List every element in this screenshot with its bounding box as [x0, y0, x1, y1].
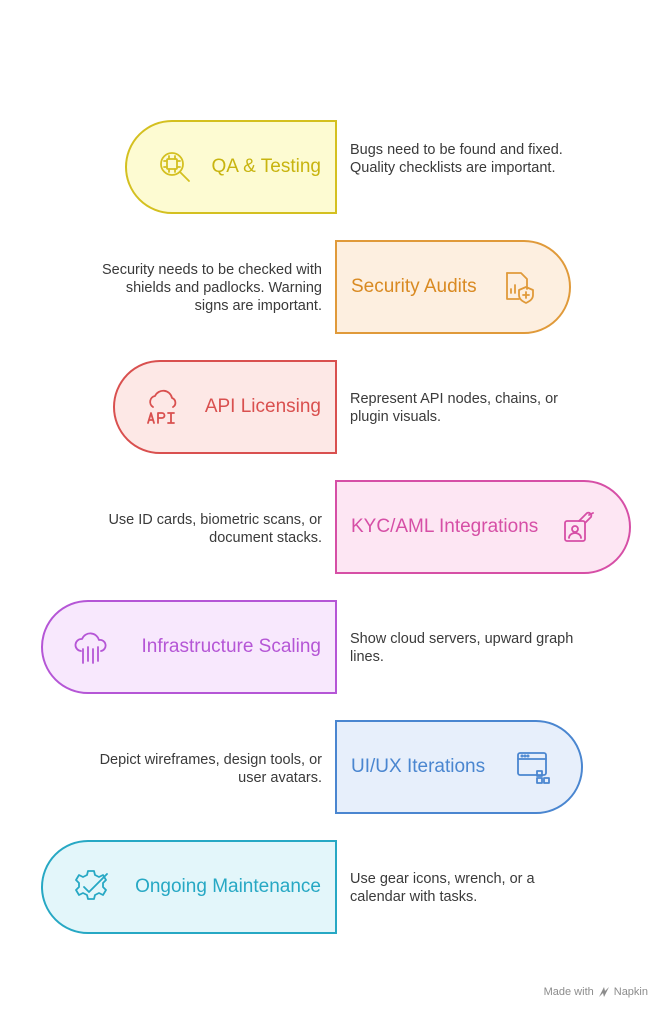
step-description: Bugs need to be found and fixed. Quality… [350, 142, 563, 176]
step-infrastructure-scaling: Infrastructure Scaling [41, 600, 337, 694]
gear-check-icon [71, 867, 111, 907]
napkin-logo-icon [598, 987, 609, 997]
step-label: Infrastructure Scaling [141, 636, 321, 657]
api-cloud-icon [143, 387, 183, 427]
step-description: Use gear icons, wrench, or a calendar wi… [350, 871, 535, 905]
step-description: Depict wireframes, design tools, or user… [99, 752, 322, 786]
step-description: Security needs to be checked with shield… [101, 262, 322, 314]
browser-window-icon [513, 747, 553, 787]
step-qa-testing: QA & Testing [125, 120, 337, 214]
step-security-audits: Security Audits [335, 240, 571, 334]
footer-made-with: Made with [543, 986, 594, 998]
step-description: Represent API nodes, chains, or plugin v… [350, 391, 558, 425]
footer-brand: Napkin [613, 986, 648, 998]
step-ui-ux: UI/UX Iterations [335, 720, 583, 814]
step-ongoing-maintenance: Ongoing Maintenance [41, 840, 337, 934]
shield-document-icon [499, 267, 539, 307]
step-api-licensing: API Licensing [113, 360, 337, 454]
step-label: Security Audits [351, 276, 477, 297]
step-kyc-aml: KYC/AML Integrations [335, 480, 631, 574]
id-card-icon [559, 507, 599, 547]
step-description: Use ID cards, biometric scans, or docume… [108, 512, 322, 546]
step-label: KYC/AML Integrations [351, 516, 539, 537]
chip-search-icon [155, 147, 195, 187]
cloud-server-icon [71, 627, 111, 667]
step-label: UI/UX Iterations [351, 756, 486, 777]
step-label: API Licensing [204, 396, 321, 417]
footer-credit: Made with Napkin [544, 986, 648, 998]
step-label: Ongoing Maintenance [135, 876, 321, 897]
step-label: QA & Testing [211, 156, 322, 177]
step-description: Show cloud servers, upward graph lines. [350, 631, 574, 665]
